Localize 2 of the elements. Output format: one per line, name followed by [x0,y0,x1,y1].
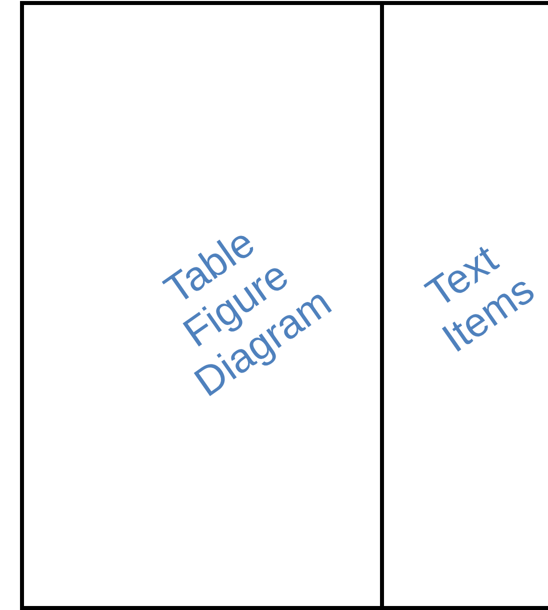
column-panel [20,1,384,610]
column-panel [384,1,548,610]
